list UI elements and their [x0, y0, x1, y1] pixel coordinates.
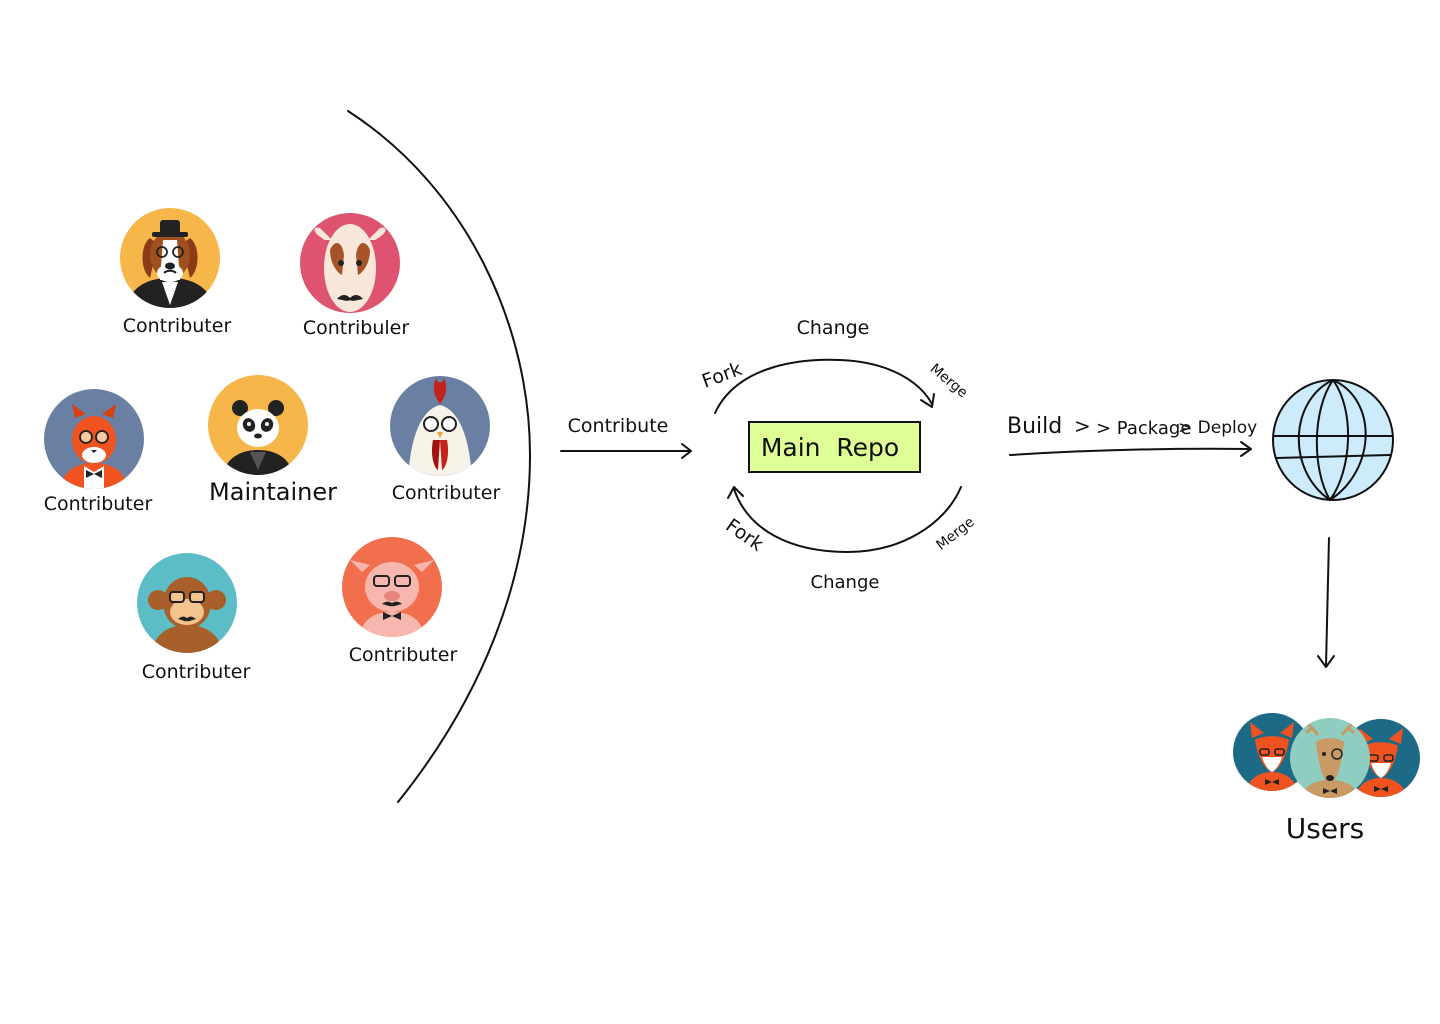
cat-icon — [60, 404, 128, 489]
deploy-label: > Deploy — [1178, 418, 1257, 438]
avatar-rooster: Contributer — [390, 376, 500, 504]
main-repo-label: Main Repo — [761, 433, 899, 462]
separator-label: > — [1074, 414, 1091, 438]
beagle-icon — [125, 220, 215, 308]
fox-icon — [1354, 728, 1408, 797]
svg-text:Contributer: Contributer — [142, 661, 251, 683]
change-top-label: Change — [797, 317, 870, 339]
svg-text:Contributer: Contributer — [392, 482, 501, 504]
deer-icon — [1299, 720, 1361, 798]
avatar-cat: Contributer — [44, 389, 153, 515]
change-bottom-label: Change — [811, 572, 880, 593]
repo-cycle-top-arrow — [714, 358, 935, 414]
avatar-cow: Contribuler — [300, 213, 409, 339]
svg-text:Contribuler: Contribuler — [303, 317, 410, 339]
panda-icon — [222, 400, 294, 475]
users-arrow — [1317, 537, 1335, 668]
contribute-arrow — [560, 443, 692, 459]
users-label: Users — [1286, 812, 1364, 845]
main-repo-box: Main Repo — [748, 421, 921, 473]
fork-bottom-label: Fork — [721, 514, 767, 555]
fork-top-label: Fork — [699, 358, 745, 393]
avatar-beagle: Contributer — [120, 208, 231, 337]
package-label: > Package — [1096, 418, 1191, 439]
merge-bottom-label: Merge — [933, 514, 977, 554]
svg-text:Contributer: Contributer — [349, 644, 458, 666]
repo-cycle-bottom-arrow — [727, 486, 962, 553]
svg-text:Maintainer: Maintainer — [209, 478, 337, 506]
deploy-arrow — [1009, 441, 1252, 457]
rooster-icon — [408, 378, 472, 476]
pig-icon — [350, 560, 434, 637]
community-boundary-arc — [347, 110, 531, 803]
svg-text:Contributer: Contributer — [44, 493, 153, 515]
users-group — [1233, 713, 1420, 798]
avatar-label: Contributer — [123, 315, 232, 337]
build-label: Build — [1007, 414, 1062, 439]
avatar-monkey: Contributer — [137, 553, 250, 683]
globe-icon — [1272, 379, 1394, 501]
avatar-panda: Maintainer — [208, 375, 337, 506]
monkey-icon — [148, 577, 226, 653]
contribute-label: Contribute — [568, 415, 669, 437]
cow-icon — [314, 224, 386, 312]
avatar-pig: Contributer — [342, 537, 457, 666]
